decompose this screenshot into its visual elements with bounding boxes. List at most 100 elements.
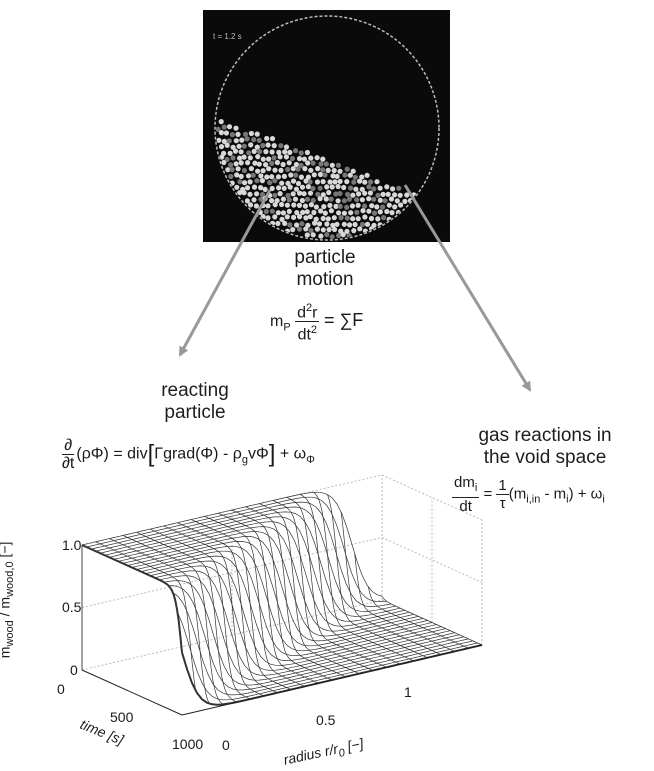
particle xyxy=(324,221,330,227)
particle xyxy=(245,173,252,179)
particle xyxy=(351,179,357,185)
particle xyxy=(325,216,331,222)
particle xyxy=(266,156,272,162)
particle xyxy=(345,191,351,197)
particle xyxy=(290,191,296,197)
particle xyxy=(280,161,286,168)
particle xyxy=(308,155,314,161)
mesh-radius-line xyxy=(354,553,455,652)
particle xyxy=(366,184,372,190)
particle xyxy=(320,167,326,173)
particle xyxy=(374,179,380,185)
particle xyxy=(271,155,277,161)
particle xyxy=(313,204,319,210)
particle xyxy=(290,178,297,184)
mesh-radius-line xyxy=(190,519,292,690)
mesh-radius-line xyxy=(122,535,224,705)
particle xyxy=(315,166,321,172)
particle xyxy=(310,232,316,238)
particle xyxy=(244,185,251,191)
gas-reactions-line1: gas reactions in xyxy=(478,425,612,446)
particle xyxy=(263,208,269,215)
particle xyxy=(260,214,266,220)
particle-simulation-image: t = 1.2 s xyxy=(203,10,450,242)
particle xyxy=(221,138,227,144)
particle xyxy=(307,190,314,196)
particle xyxy=(303,226,309,232)
particle xyxy=(323,196,329,202)
particle xyxy=(346,196,352,202)
particle xyxy=(297,214,303,220)
particle xyxy=(279,180,285,186)
particle xyxy=(271,143,277,149)
particle xyxy=(311,172,317,178)
particle xyxy=(233,161,239,167)
gas-reactions-equation: dmi dt = 1 τ (mi,in - mi) + ωi xyxy=(452,474,605,515)
particle xyxy=(341,184,347,191)
particle xyxy=(294,222,300,228)
particle xyxy=(308,167,314,173)
particle xyxy=(234,184,240,190)
particle xyxy=(272,167,278,173)
particle xyxy=(274,159,280,166)
particle xyxy=(275,174,282,180)
particle xyxy=(263,162,269,168)
particle xyxy=(218,130,224,136)
particle xyxy=(304,196,311,202)
particle xyxy=(272,178,278,184)
particle xyxy=(281,185,287,191)
particle xyxy=(333,203,339,209)
particle xyxy=(238,173,244,179)
particle xyxy=(318,208,324,214)
particle xyxy=(265,215,271,221)
particle xyxy=(362,190,368,196)
mesh-radius-line xyxy=(381,596,483,646)
particle xyxy=(299,221,305,227)
particle xyxy=(359,186,365,192)
particle xyxy=(287,149,293,155)
particle xyxy=(298,174,304,180)
particle xyxy=(308,202,314,208)
particle xyxy=(362,179,368,185)
particle xyxy=(275,210,281,216)
particle xyxy=(218,144,225,150)
particle xyxy=(287,184,293,190)
particle xyxy=(235,166,241,172)
radius-tick-0: 0 xyxy=(222,737,230,753)
particle xyxy=(284,202,290,208)
plot-walls xyxy=(81,474,483,671)
particle xyxy=(312,220,318,226)
particle xyxy=(247,191,253,197)
particle xyxy=(298,150,304,156)
particle xyxy=(355,202,361,208)
particle xyxy=(272,202,278,208)
particle xyxy=(299,197,305,204)
particle xyxy=(320,192,326,198)
particle xyxy=(247,179,253,185)
particle xyxy=(344,179,350,185)
particle xyxy=(350,168,356,174)
plot-y-axis-label: mwood / mwood,0 [−] xyxy=(0,541,17,659)
particle xyxy=(326,189,332,196)
radius-tick-1: 1 xyxy=(404,684,412,700)
particle xyxy=(224,156,230,163)
plot-axes xyxy=(81,644,483,716)
particle xyxy=(224,142,230,148)
particle xyxy=(235,131,241,137)
particle xyxy=(349,203,356,209)
particle-bed xyxy=(216,119,417,239)
mesh-time-line xyxy=(81,491,383,597)
particle xyxy=(274,198,280,204)
particle xyxy=(225,167,231,173)
particle xyxy=(392,204,398,210)
particle xyxy=(302,203,308,209)
particle xyxy=(230,155,236,161)
mesh-radius-line xyxy=(259,503,360,674)
particle xyxy=(269,198,275,204)
mesh-radius-line xyxy=(109,538,210,704)
particle xyxy=(296,202,303,208)
particle xyxy=(251,137,257,143)
particle xyxy=(282,149,288,155)
particle xyxy=(233,138,239,144)
